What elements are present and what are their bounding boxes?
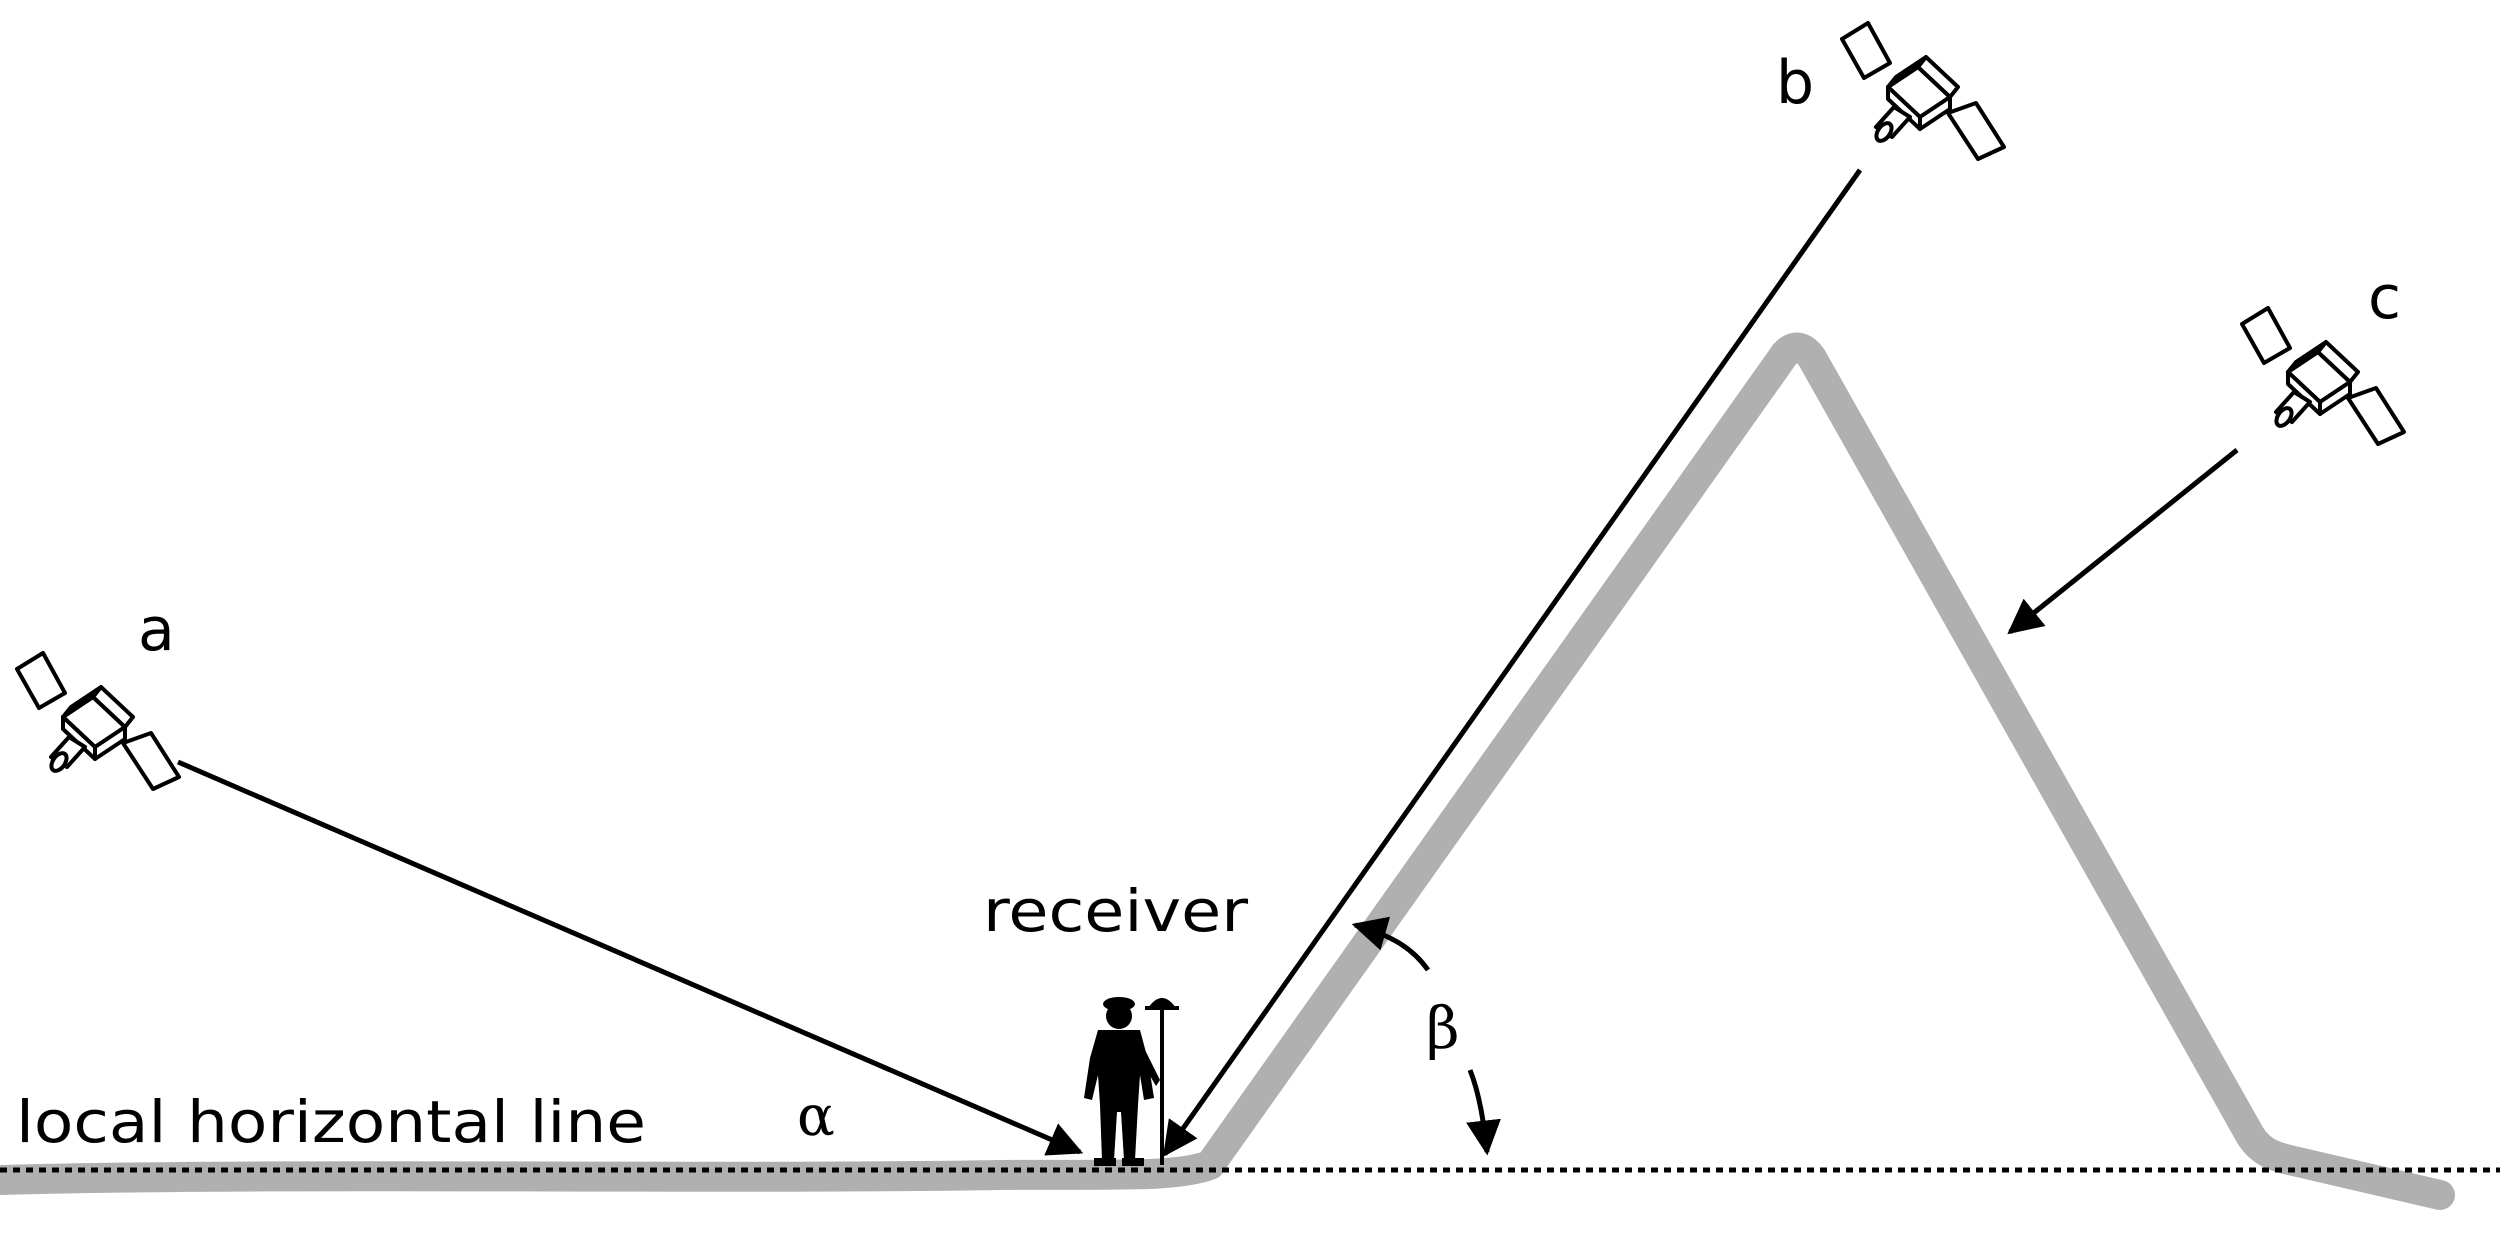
gnss-antenna-icon xyxy=(1145,998,1179,1165)
surveyor-icon xyxy=(1084,997,1160,1166)
alpha-angle-label: α xyxy=(797,1084,835,1149)
satellite-a-label: a xyxy=(138,595,175,665)
satellite-b-label: b xyxy=(1776,48,1814,118)
signal-ray-c xyxy=(2007,448,2239,635)
terrain-profile xyxy=(0,332,2455,1210)
horizon-label: local horizontal line xyxy=(16,1088,646,1156)
signal-ray-b xyxy=(1162,168,1863,1157)
satellite-b-icon xyxy=(1840,21,2006,161)
satellite-c-label: c xyxy=(2368,263,2401,333)
beta-angle-label: β xyxy=(1426,994,1460,1062)
beta-arrow-lower xyxy=(1466,1069,1501,1156)
receiver-label: receiver xyxy=(983,877,1248,945)
satellite-a-icon xyxy=(15,651,181,791)
signal-ray-a xyxy=(177,759,1084,1156)
beta-arrow-upper xyxy=(1351,916,1431,972)
